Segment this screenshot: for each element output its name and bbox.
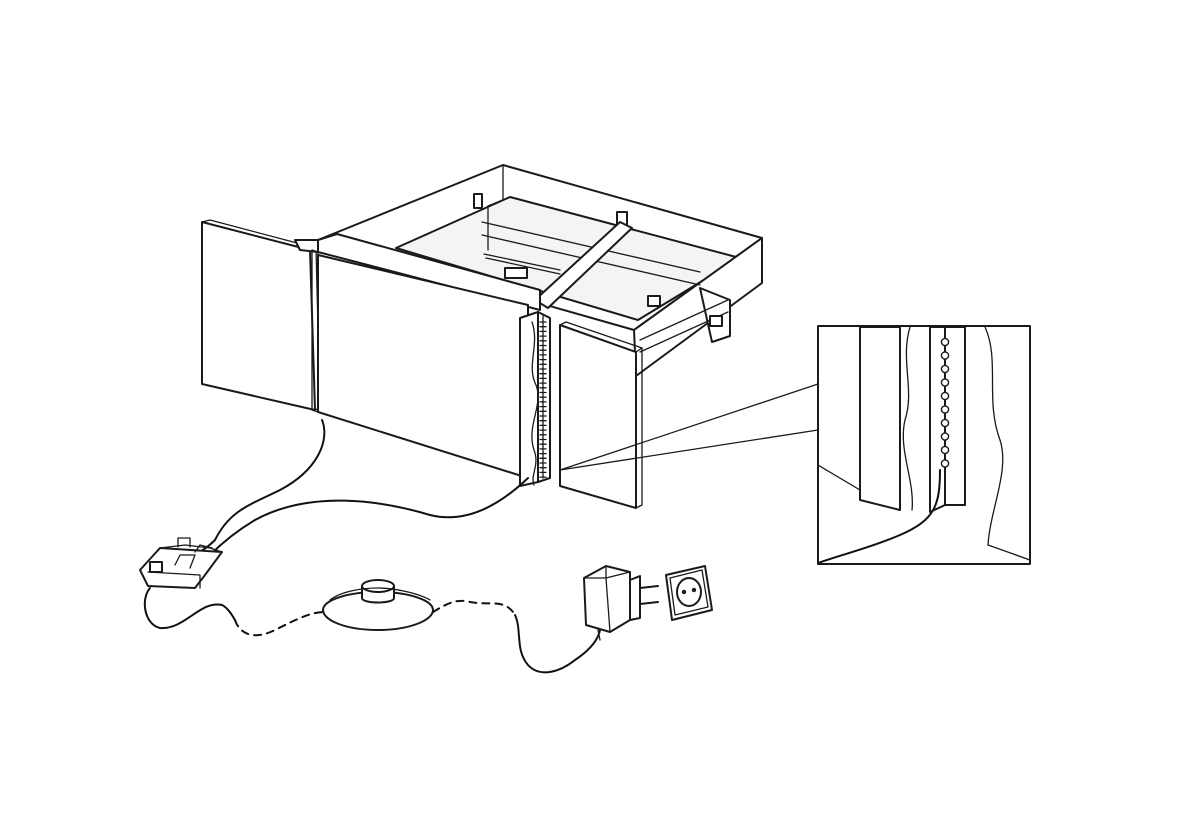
bracket-left (473, 193, 483, 209)
profile-hole (940, 445, 950, 455)
profile-hole (940, 351, 950, 360)
cable-dashed-1 (234, 611, 326, 637)
power-adapter (583, 565, 659, 641)
clip-center (504, 267, 528, 279)
profile-hole (940, 432, 950, 441)
cable-left (184, 419, 326, 561)
drawer-frame (317, 164, 763, 377)
cable-to-adapter (514, 614, 601, 674)
profile-hole (940, 405, 950, 414)
detail-callout (817, 325, 1031, 565)
connector-block (139, 537, 223, 589)
profile-hole (940, 391, 950, 401)
bracket-small-2 (709, 315, 723, 327)
profile-hole (940, 459, 950, 468)
profile-hole (940, 418, 950, 428)
profile-hole (940, 364, 950, 374)
led-strip (519, 311, 567, 487)
right-panel (559, 321, 643, 509)
profile-hole (940, 337, 950, 347)
push-switch (322, 579, 434, 631)
cable-to-switch (143, 587, 236, 630)
cable-dashed-2 (432, 599, 516, 616)
left-panel (201, 219, 321, 411)
callout-lines (559, 383, 819, 471)
wall-socket (665, 565, 713, 621)
bracket-small (647, 295, 661, 307)
profile-hole (940, 378, 950, 387)
connector-port (149, 561, 163, 573)
strip-ticks (539, 321, 547, 478)
cable-led (209, 477, 529, 556)
detail-holes (940, 337, 950, 468)
